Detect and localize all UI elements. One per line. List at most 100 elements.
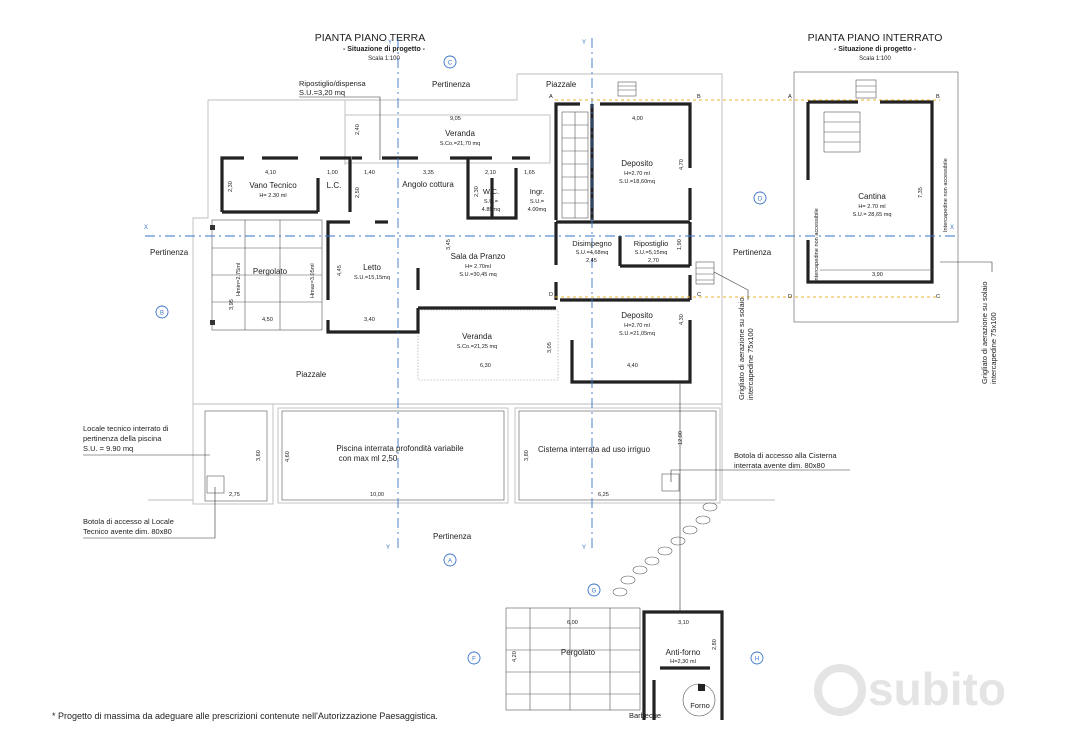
- bbq-block: [505, 607, 724, 720]
- svg-text:10,00: 10,00: [370, 492, 384, 498]
- svg-text:D: D: [758, 197, 763, 203]
- svg-text:3,10: 3,10: [678, 620, 689, 626]
- svg-text:4,50: 4,50: [262, 317, 273, 323]
- svg-text:A: A: [448, 559, 452, 565]
- section-axes: [145, 38, 955, 612]
- svg-text:2,45: 2,45: [586, 258, 597, 264]
- svg-text:4,00: 4,00: [632, 116, 643, 122]
- room-cantina: Cantina: [858, 192, 886, 201]
- svg-text:B: B: [160, 311, 164, 317]
- svg-text:2,75: 2,75: [229, 492, 240, 498]
- room-forno: Forno: [690, 701, 710, 710]
- veranda-bottom-outline: [417, 309, 559, 381]
- svg-text:3,40: 3,40: [364, 317, 375, 323]
- svg-text:9,05: 9,05: [450, 116, 461, 122]
- svg-text:S.U.=21,05mq: S.U.=21,05mq: [619, 331, 655, 337]
- svg-text:S.U.=: S.U.=: [530, 199, 544, 205]
- svg-text:H=2.70 ml: H=2.70 ml: [624, 171, 650, 177]
- svg-text:2,30: 2,30: [228, 181, 234, 192]
- basement-plan-title: PIANTA PIANO INTERRATO: [808, 32, 943, 44]
- footnote: * Progetto di massima da adeguare alle p…: [52, 711, 438, 721]
- svg-text:1,40: 1,40: [364, 170, 375, 176]
- svg-text:S.U. = 9.90 mq: S.U. = 9.90 mq: [83, 444, 133, 453]
- note-ripostiglio-dispensa: Ripostiglio/dispensa: [299, 79, 367, 88]
- svg-text:X: X: [144, 225, 148, 231]
- svg-text:H= 2.70ml: H= 2.70ml: [465, 264, 491, 270]
- svg-text:S.U.=5,15mq: S.U.=5,15mq: [635, 250, 668, 256]
- svg-text:S.U.=: S.U.=: [484, 199, 498, 205]
- watermark: subito: [814, 663, 1006, 716]
- room-labels: Veranda S.Co.=21,70 mq Vano Tecnico H= 2…: [249, 129, 949, 720]
- svg-text:4,45: 4,45: [337, 265, 343, 276]
- svg-text:Pertinenza: Pertinenza: [150, 248, 189, 257]
- svg-text:C: C: [697, 292, 701, 298]
- svg-text:6,00: 6,00: [567, 620, 578, 626]
- room-piscina: Piscina interrata profondità variabile: [336, 444, 464, 453]
- room-antiforno: Anti-forno: [666, 648, 701, 657]
- svg-text:S.U.=3,20 mq: S.U.=3,20 mq: [299, 88, 345, 97]
- svg-text:3,90: 3,90: [872, 272, 883, 278]
- svg-text:Hmax=3.05ml: Hmax=3.05ml: [310, 263, 316, 298]
- watermark-text: subito: [868, 663, 1006, 715]
- svg-text:4,60: 4,60: [285, 451, 291, 462]
- room-pergolato: Pergolato: [253, 267, 288, 276]
- svg-text:Pertinenza: Pertinenza: [433, 532, 472, 541]
- svg-text:1,90: 1,90: [677, 239, 683, 250]
- svg-text:B: B: [697, 94, 701, 100]
- svg-text:S.U.=18,60mq: S.U.=18,60mq: [619, 179, 655, 185]
- svg-text:pertinenza della piscina: pertinenza della piscina: [83, 434, 162, 443]
- svg-text:S.U.=30,45 mq: S.U.=30,45 mq: [459, 272, 496, 278]
- room-wc: W.C.: [483, 187, 499, 196]
- basement-plan-header: PIANTA PIANO INTERRATO - Situazione di p…: [808, 32, 943, 62]
- svg-text:Hmin=2.75ml: Hmin=2.75ml: [236, 263, 242, 296]
- svg-text:6,30: 6,30: [480, 363, 491, 369]
- svg-text:H=2.70 ml: H=2.70 ml: [624, 323, 650, 329]
- svg-text:intercapedine 75x100: intercapedine 75x100: [989, 312, 998, 384]
- svg-text:4,70: 4,70: [679, 159, 685, 170]
- svg-text:4,20: 4,20: [512, 651, 518, 662]
- svg-text:S.Co.=21,70 mq: S.Co.=21,70 mq: [440, 141, 481, 147]
- svg-text:H: H: [755, 657, 759, 663]
- svg-text:4.00mq: 4.00mq: [528, 207, 547, 213]
- room-sala-pranzo: Sala da Pranzo: [451, 252, 506, 261]
- svg-text:4,40: 4,40: [627, 363, 638, 369]
- svg-text:Tecnico avente dim. 80x80: Tecnico avente dim. 80x80: [83, 527, 172, 536]
- room-disimpegno: Disimpegno: [572, 239, 612, 248]
- svg-text:Pertinenza: Pertinenza: [432, 80, 471, 89]
- svg-text:6,25: 6,25: [598, 492, 609, 498]
- svg-text:H= 2.70 ml: H= 2.70 ml: [858, 204, 885, 210]
- svg-text:Piazzale: Piazzale: [296, 370, 327, 379]
- ground-plan-scale: Scala 1:100: [368, 56, 400, 62]
- room-deposito-bottom: Deposito: [621, 311, 653, 320]
- svg-text:S.Co.=21,25 mq: S.Co.=21,25 mq: [457, 344, 498, 350]
- svg-text:C: C: [936, 294, 940, 300]
- note-grigliato-2: Grigliato di aerazione su solaio: [980, 281, 989, 384]
- svg-text:2,70: 2,70: [648, 258, 659, 264]
- svg-text:Y: Y: [582, 40, 586, 46]
- basement-walls: [793, 71, 959, 323]
- svg-text:Piazzale: Piazzale: [546, 80, 577, 89]
- svg-text:4.85mq: 4.85mq: [482, 207, 501, 213]
- ground-plan-header: PIANTA PIANO TERRA - Situazione di proge…: [315, 32, 426, 62]
- svg-text:X: X: [950, 225, 954, 231]
- svg-text:F: F: [472, 657, 476, 663]
- area-labels: Pertinenza Piazzale Pertinenza Pertinenz…: [150, 80, 772, 541]
- room-pergolato-2: Pergolato: [561, 648, 596, 657]
- room-lc: L.C.: [327, 181, 342, 190]
- svg-text:intercapedine 75x100: intercapedine 75x100: [746, 328, 755, 400]
- room-deposito-top: Deposito: [621, 159, 653, 168]
- svg-text:2,80: 2,80: [712, 639, 718, 650]
- section-markers: C A B D F G H X X Y Y Y Y A B A B D C C …: [144, 40, 954, 665]
- svg-text:7,35: 7,35: [918, 187, 924, 198]
- svg-text:S.U.= 28,65 mq: S.U.= 28,65 mq: [852, 212, 891, 218]
- room-vano-tecnico: Vano Tecnico: [249, 181, 297, 190]
- svg-text:interrata avente dim. 80x80: interrata avente dim. 80x80: [734, 461, 825, 470]
- svg-text:12,00: 12,00: [678, 431, 684, 445]
- svg-text:2,40: 2,40: [355, 124, 361, 135]
- svg-text:3,60: 3,60: [256, 450, 262, 461]
- svg-text:Y: Y: [582, 545, 586, 551]
- svg-text:4,30: 4,30: [679, 314, 685, 325]
- pergolato-left: [210, 219, 323, 331]
- svg-text:C: C: [448, 61, 453, 67]
